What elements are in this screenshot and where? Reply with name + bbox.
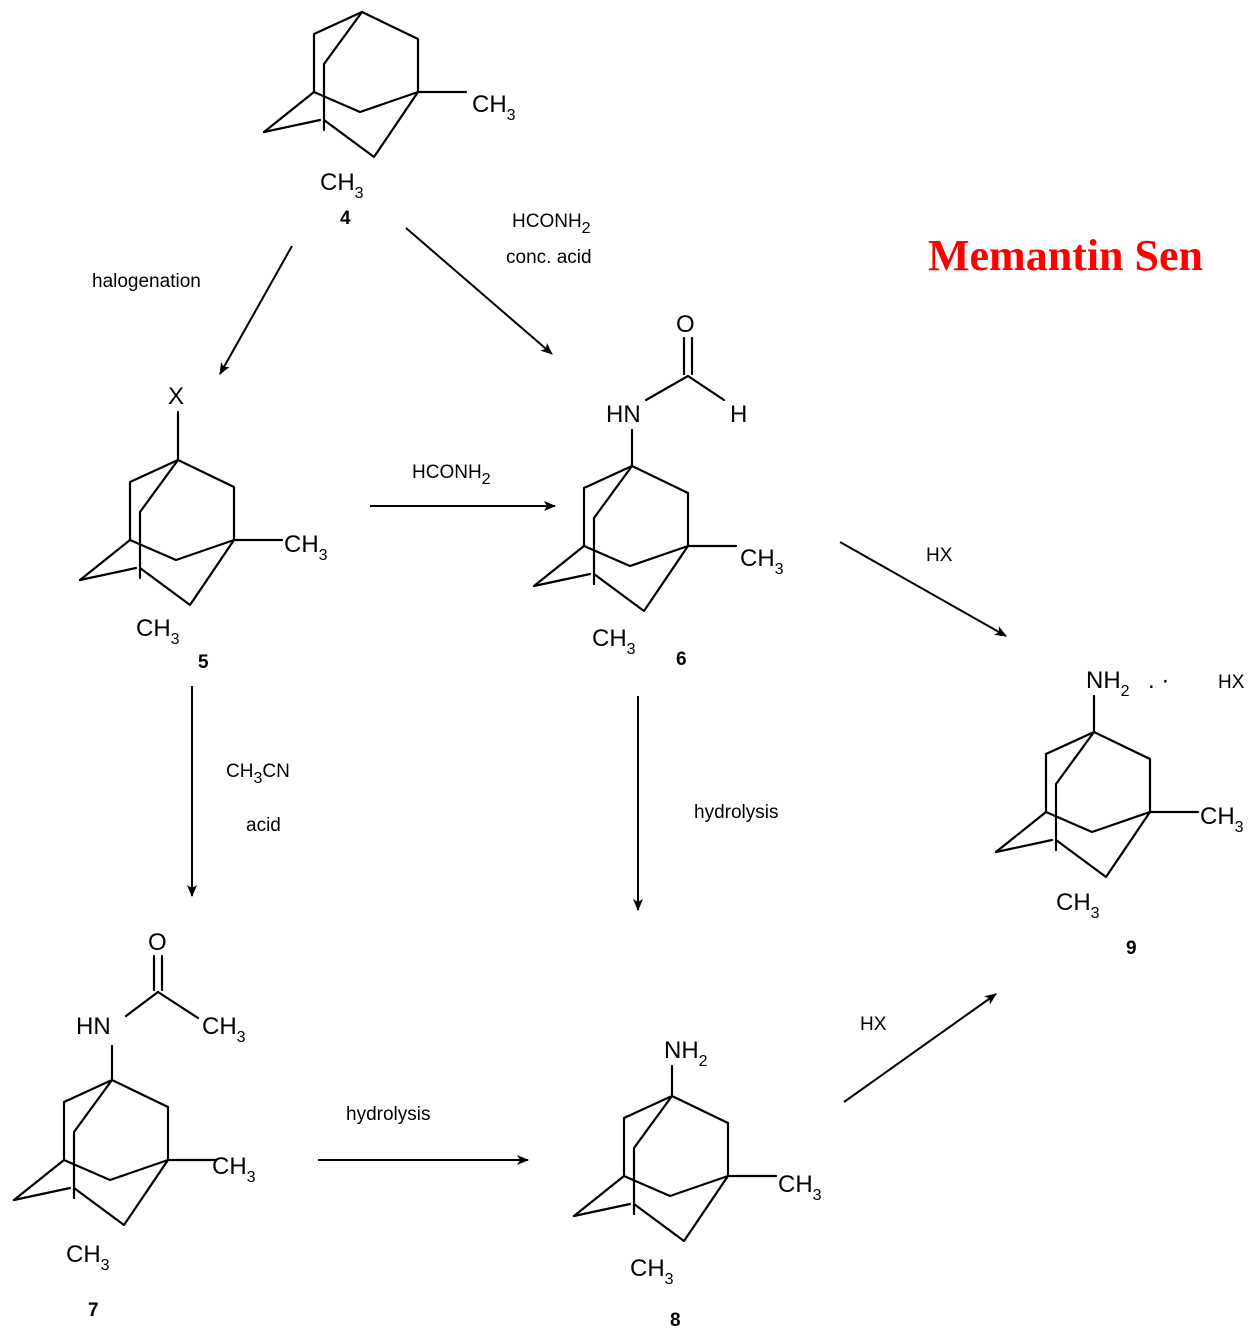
methyl-label-right-8: CH3 xyxy=(778,1171,822,1204)
arrow-6-to-9 xyxy=(839,541,1007,637)
reagent-hconh2-middle: HCONH2 xyxy=(412,462,491,488)
reagent-hx-lower: HX xyxy=(860,1014,887,1035)
adamantane-cage-9 xyxy=(994,730,1152,879)
c-h-bond-6 xyxy=(686,374,726,402)
hydrogen-label-6: H xyxy=(730,401,747,428)
reagent-conc-acid: conc. acid xyxy=(506,247,592,268)
compound-number-7: 7 xyxy=(88,1300,99,1321)
hn-label-7: HN xyxy=(76,1013,111,1040)
methyl-label-bottom-4: CH3 xyxy=(320,169,364,202)
n-c-bond-7 xyxy=(124,990,160,1018)
compound-number-5: 5 xyxy=(198,652,209,673)
reagent-hconh2-top: HCONH2 xyxy=(512,211,591,237)
oxygen-label-7: O xyxy=(148,929,167,956)
compound-number-9: 9 xyxy=(1126,938,1137,959)
compound-number-6: 6 xyxy=(676,649,687,670)
nh2-label-8: NH2 xyxy=(664,1037,708,1070)
reagent-hydrolysis-horizontal: hydrolysis xyxy=(346,1104,430,1125)
methyl-label-right-4: CH3 xyxy=(472,91,516,124)
reagent-hx-upper: HX xyxy=(926,545,953,566)
adamantane-cage-5 xyxy=(78,458,236,607)
nh2-label-9: NH2 xyxy=(1086,667,1130,700)
reagent-halogenation: halogenation xyxy=(92,271,201,292)
arrow-8-to-9 xyxy=(843,993,997,1103)
oxygen-label-6: O xyxy=(676,311,695,338)
compound-8: NH2 CH3 CH3 xyxy=(572,1037,822,1288)
methyl-label-bottom-9: CH3 xyxy=(1056,889,1100,922)
scheme-title: Memantin Sen xyxy=(928,231,1203,280)
methyl-label-bottom-6: CH3 xyxy=(592,625,636,658)
arrow-4-to-5 xyxy=(219,245,293,375)
compound-number-8: 8 xyxy=(670,1310,681,1331)
arrow-4-to-6 xyxy=(405,227,553,355)
methyl-label-right-7: CH3 xyxy=(212,1153,256,1186)
methyl-label-right-5: CH3 xyxy=(284,531,328,564)
compound-9: NH2 . · HX CH3 CH3 xyxy=(994,667,1245,922)
compound-number-4: 4 xyxy=(340,208,351,229)
methyl-label-bottom-8: CH3 xyxy=(630,1255,674,1288)
compound-4: CH3 CH3 xyxy=(262,10,516,202)
compound-6: O HN H CH3 CH3 xyxy=(532,311,784,658)
c-ch3-bond-7 xyxy=(156,990,200,1020)
acetyl-methyl-label-7: CH3 xyxy=(202,1013,246,1046)
methyl-label-bottom-5: CH3 xyxy=(136,615,180,648)
methyl-label-right-9: CH3 xyxy=(1200,803,1244,836)
adamantane-cage-6 xyxy=(532,464,690,613)
compound-5: X CH3 CH3 xyxy=(78,383,328,648)
halogen-x-label: X xyxy=(168,383,184,410)
reagent-hydrolysis-vertical: hydrolysis xyxy=(694,802,778,823)
adamantane-cage-4 xyxy=(262,10,420,159)
hx-salt-label-9: HX xyxy=(1218,672,1245,693)
adamantane-cage-8 xyxy=(572,1094,730,1243)
salt-dots-9: . · xyxy=(1148,667,1169,694)
methyl-label-right-6: CH3 xyxy=(740,545,784,578)
adamantane-cage-7 xyxy=(12,1078,170,1227)
methyl-label-bottom-7: CH3 xyxy=(66,1241,110,1274)
reagent-ch3cn: CH3CN xyxy=(226,761,290,787)
reagent-acid: acid xyxy=(246,815,281,836)
hn-label-6: HN xyxy=(606,401,641,428)
n-c-bond-6 xyxy=(644,374,690,402)
compound-7: O HN CH3 CH3 CH3 xyxy=(12,929,256,1274)
